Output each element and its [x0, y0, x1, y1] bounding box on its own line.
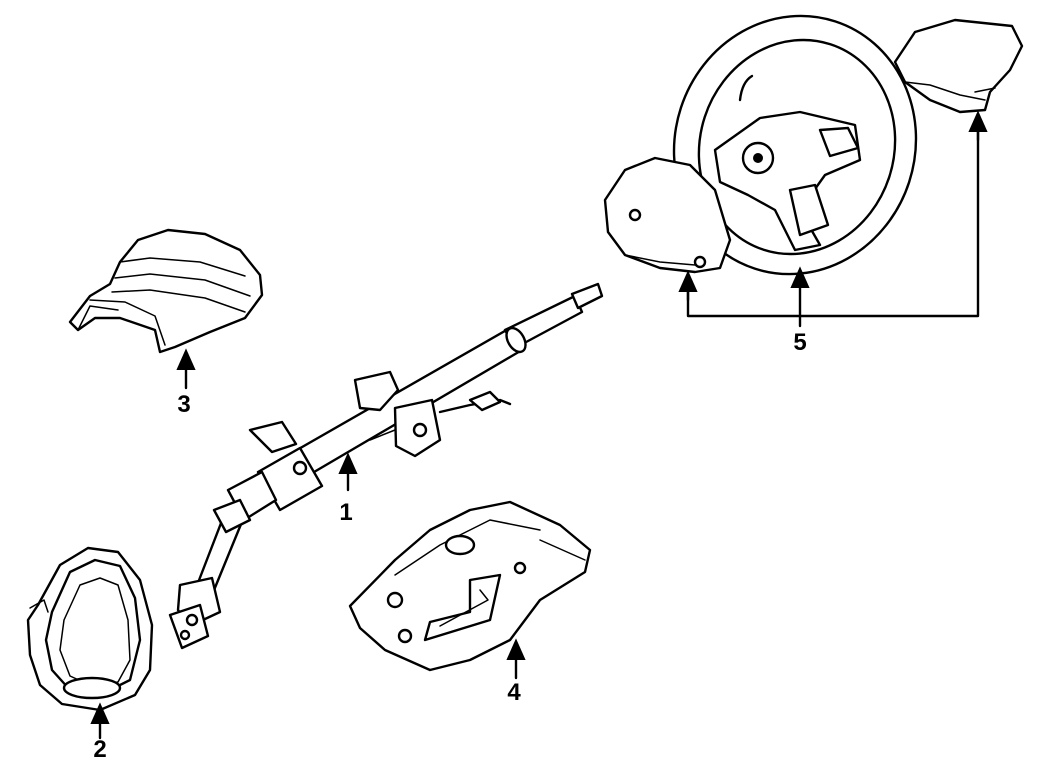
callout-4: 4	[507, 679, 521, 706]
callout-5: 5	[793, 329, 806, 356]
callout-2: 2	[93, 736, 106, 763]
steering-column-assembly	[168, 282, 604, 650]
column-boot-seal	[26, 546, 154, 712]
upper-column-cover	[68, 228, 264, 354]
leader-lines	[90, 110, 988, 740]
steering-wheel-assembly	[603, 14, 1024, 276]
callout-1: 1	[339, 499, 352, 526]
lower-column-cover	[348, 500, 592, 672]
callout-3: 3	[177, 391, 190, 418]
